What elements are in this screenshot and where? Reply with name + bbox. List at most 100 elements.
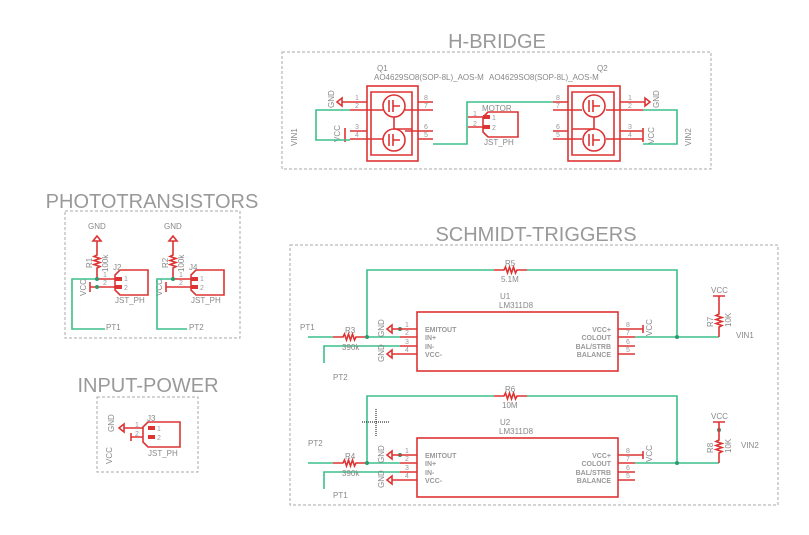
pin-label: VCC- — [425, 478, 443, 485]
phototransistor-channel-2[interactable]: GND R2 100k VCC 1 2 1 2 J4 JST_PH PT2 — [155, 222, 225, 332]
schmidt-stage-u2[interactable]: PT2 PT1 R4 390k R6 10M GND GND VCC U2 LM… — [308, 385, 759, 500]
pin-label: IN+ — [425, 461, 436, 468]
vcc-label: VCC — [105, 447, 114, 464]
vcc-symbol: VCC — [642, 127, 656, 144]
schmidt-frame — [289, 244, 779, 506]
pin-number: 5 — [626, 473, 630, 480]
pin-number: 8 — [424, 95, 428, 102]
input-power-title: INPUT-POWER — [77, 375, 218, 397]
pin-number: 6 — [556, 124, 560, 131]
input-power-frame — [96, 396, 199, 473]
pin-label: BALANCE — [577, 352, 612, 359]
pin-number: 3 — [405, 465, 409, 472]
vin2-label: VIN2 — [741, 441, 759, 450]
pin-number: 1 — [492, 115, 496, 122]
vcc-label: VCC — [79, 279, 88, 296]
svg-text:VCC: VCC — [333, 125, 342, 142]
pin-number: 2 — [179, 280, 183, 287]
pin-number: 7 — [556, 103, 560, 110]
mosfet-q2[interactable]: Q2 AO4629SO8(SOP-8L)_AOS-M 8 7 6 5 1 2 3… — [489, 64, 645, 162]
pin-number: 6 — [424, 124, 428, 131]
pin-number: 1 — [157, 426, 161, 433]
connector-motor[interactable]: MOTOR 1 2 1 2 JST_PH — [468, 104, 519, 147]
phototransistor-channel-1[interactable]: GND R1 100k VCC 1 2 1 2 J2 JST_PH PT1 — [71, 222, 149, 332]
r2-name: R2 — [161, 257, 170, 268]
r5-name: R5 — [505, 259, 516, 268]
pin-label: EMITOUT — [425, 327, 457, 334]
pin-number: 3 — [628, 124, 632, 131]
mosfet-n-icon — [382, 128, 406, 152]
pin-number: 2 — [157, 435, 161, 442]
pin-label: BAL/STRB — [576, 344, 611, 351]
pt1-label: PT1 — [106, 323, 121, 332]
u2-value: LM311D8 — [499, 427, 534, 436]
wire-pt2[interactable] — [156, 278, 187, 330]
pin-number: 2 — [355, 103, 359, 110]
motor-name: MOTOR — [482, 104, 512, 113]
wire-vin1[interactable] — [315, 109, 350, 141]
vin2-label: VIN2 — [684, 128, 693, 146]
u2-name: U2 — [500, 418, 511, 427]
wire-motor[interactable] — [433, 101, 553, 145]
r4-value: 390k — [342, 469, 360, 478]
ground-icon — [91, 234, 103, 245]
wires-u1[interactable] — [308, 269, 719, 363]
pin-number: 1 — [405, 448, 409, 455]
pin-number: 1 — [179, 272, 183, 279]
gnd-symbol: GND — [644, 90, 661, 108]
pin-number: 2 — [200, 285, 204, 292]
pin-number: 2 — [492, 125, 496, 132]
schmidt-stage-u1[interactable]: PT1 PT2 R3 390k R5 5.1M GND GND VCC U1 L… — [300, 259, 754, 382]
pin-number: 2 — [135, 431, 139, 438]
hbridge-title: H-BRIDGE — [448, 31, 546, 53]
r6-name: R6 — [505, 385, 516, 394]
pin-number: 2 — [628, 103, 632, 110]
pin-label: COLOUT — [581, 335, 611, 342]
hbridge-frame — [281, 51, 712, 170]
pin-number: 3 — [355, 124, 359, 131]
phototransistors-frame — [64, 210, 241, 339]
pin-number: 1 — [405, 322, 409, 329]
r8-value: 10K — [724, 438, 733, 453]
resistor-r1 — [93, 244, 101, 279]
pin-label: VCC+ — [592, 453, 611, 460]
wires-u2[interactable] — [308, 395, 719, 489]
pin-number: 8 — [626, 448, 630, 455]
r1-name: R1 — [85, 257, 94, 268]
mosfet-q1[interactable]: Q1 AO4629SO8(SOP-8L)_AOS-M 1 2 3 4 8 7 6… — [342, 64, 484, 162]
pt1-label: PT1 — [300, 323, 315, 332]
gnd-label: GND — [164, 222, 182, 231]
j2-value: JST_PH — [115, 296, 145, 305]
j4-value: JST_PH — [191, 296, 221, 305]
pin-number: 8 — [556, 95, 560, 102]
pin-number: 2 — [405, 456, 409, 463]
r8-name: R8 — [706, 442, 715, 453]
vcc-label: VCC — [711, 412, 728, 421]
schmidt-title: SCHMIDT-TRIGGERS — [435, 224, 636, 246]
wire-vin2[interactable] — [643, 109, 678, 145]
pin-number: 1 — [103, 272, 107, 279]
mosfet-n-icon — [582, 128, 606, 152]
pin-number: 1 — [355, 95, 359, 102]
gnd-label: GND — [377, 319, 386, 337]
pt2-label: PT2 — [308, 439, 323, 448]
pin-number: 7 — [424, 103, 428, 110]
vin1-label: VIN1 — [290, 128, 299, 146]
q2-value: AO4629SO8(SOP-8L)_AOS-M — [489, 73, 599, 82]
pin-number: 2 — [405, 330, 409, 337]
pin-label: VCC- — [425, 352, 443, 359]
resistor-r2 — [169, 244, 177, 279]
svg-text:GND: GND — [327, 90, 336, 108]
pin-number: 5 — [626, 347, 630, 354]
pin-label: IN- — [425, 470, 435, 477]
pin-number: 4 — [405, 473, 409, 480]
pin-number: 1 — [135, 422, 139, 429]
comparator-u2 — [416, 437, 619, 498]
wire-pt1[interactable] — [71, 278, 105, 330]
connector-j3[interactable]: GND VCC 1 2 1 2 J3 JST_PH — [105, 414, 181, 464]
ground-icon — [644, 96, 652, 108]
pin-number: 7 — [626, 456, 630, 463]
pin-label: COLOUT — [581, 461, 611, 468]
pin-number: 4 — [628, 132, 632, 139]
